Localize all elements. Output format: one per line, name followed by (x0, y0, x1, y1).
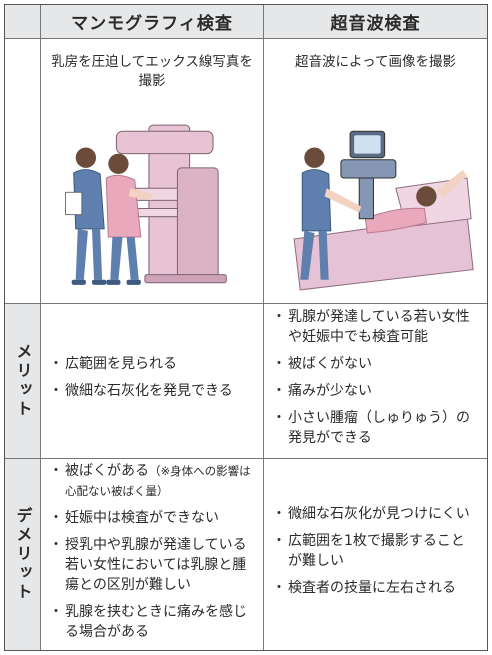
header-ultrasound: 超音波検査 (264, 5, 487, 39)
demerit-label-cell: デメリット (5, 459, 41, 650)
mammography-caption: 乳房を圧迫してエックス線写真を撮影 (51, 54, 253, 89)
mammography-illustration (49, 117, 255, 295)
demerit-label: デメリット (13, 507, 33, 602)
merit-ultrasound-cell: 乳腺が発達している若い女性や妊娠中でも検査可能 被ばくがない 痛みが少ない 小さ… (264, 304, 487, 459)
mammography-illustration-cell: 乳房を圧迫してエックス線写真を撮影 (41, 39, 264, 304)
list-item: 広範囲を1枚で撮影することが難しい (272, 531, 477, 571)
list-item: 妊娠中は検査ができない (49, 508, 253, 528)
merit-label-cell: メリット (5, 304, 41, 459)
demerit-ultrasound-list: 微細な石灰化が見つけにくい 広範囲を1枚で撮影することが難しい 検査者の技量に左… (264, 504, 487, 605)
list-item: 乳腺が発達している若い女性や妊娠中でも検査可能 (272, 307, 477, 347)
ultrasound-caption: 超音波によって画像を撮影 (295, 54, 456, 70)
list-item: 被ばくがある（※身体への影響は心配ない被ばく量） (49, 461, 253, 501)
comparison-table: マンモグラフィ検査 超音波検査 乳房を圧迫してエックス線写真を撮影 (4, 4, 488, 651)
illustration-row-label (5, 39, 41, 304)
list-item: 微細な石灰化が見つけにくい (272, 504, 477, 524)
merit-mammography-list: 広範囲を見られる 微細な石灰化を発見できる (41, 354, 243, 408)
demerit-ultrasound-cell: 微細な石灰化が見つけにくい 広範囲を1枚で撮影することが難しい 検査者の技量に左… (264, 459, 487, 650)
demerit-mammography-list: 被ばくがある（※身体への影響は心配ない被ばく量） 妊娠中は検査ができない 授乳中… (41, 461, 263, 649)
ultrasound-illustration (272, 117, 479, 295)
list-item: 授乳中や乳腺が発達している若い女性においては乳腺と腫瘍との区別が難しい (49, 535, 253, 595)
list-item: 小さい腫瘤（しゅりゅう）の発見ができる (272, 408, 477, 448)
list-item: 微細な石灰化を発見できる (49, 381, 233, 401)
ultrasound-illustration-cell: 超音波によって画像を撮影 (264, 39, 487, 304)
merit-mammography-cell: 広範囲を見られる 微細な石灰化を発見できる (41, 304, 264, 459)
list-item: 痛みが少ない (272, 381, 477, 401)
merit-label: メリット (13, 343, 33, 419)
demerit-mammography-cell: 被ばくがある（※身体への影響は心配ない被ばく量） 妊娠中は検査ができない 授乳中… (41, 459, 264, 650)
list-item: 検査者の技量に左右される (272, 578, 477, 598)
header-mammography: マンモグラフィ検査 (41, 5, 264, 39)
list-item: 被ばくがない (272, 354, 477, 374)
list-item: 乳腺を挟むときに痛みを感じる場合がある (49, 602, 253, 642)
list-item-text: 被ばくがある (65, 462, 149, 479)
corner-cell (5, 5, 41, 39)
list-item: 広範囲を見られる (49, 354, 233, 374)
list-item-note: （※身体への影響は心配ない被ばく量） (65, 463, 251, 498)
merit-ultrasound-list: 乳腺が発達している若い女性や妊娠中でも検査可能 被ばくがない 痛みが少ない 小さ… (264, 307, 487, 455)
